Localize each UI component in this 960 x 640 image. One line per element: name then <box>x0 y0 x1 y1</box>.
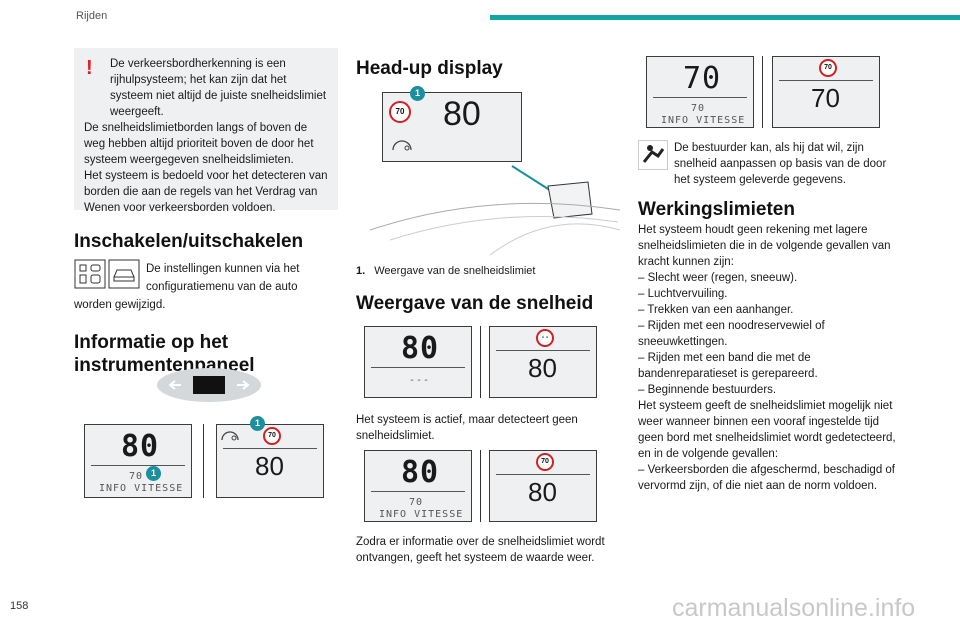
enable-title: Inschakelen/uitschakelen <box>74 231 304 252</box>
display-info-text: INFO VITESSE <box>661 115 746 126</box>
driver-text: De bestuurder kan, als hij dat wil, zijn… <box>674 142 887 186</box>
display-limit-small: 70 <box>691 103 706 114</box>
hud-title: Head-up display <box>356 58 503 79</box>
display-speed-plain: 80 <box>255 451 284 481</box>
hud-tire-icon <box>391 135 413 158</box>
speed-text-1: Het systeem is actief, maar detecteert g… <box>356 414 578 442</box>
speed-limit-sign: 70 <box>819 59 837 77</box>
limits-line: – Verkeersborden die afgeschermd, bescha… <box>638 464 895 492</box>
callout-badge: 1 <box>250 416 265 431</box>
separator <box>480 326 481 398</box>
limits-title: Werkingslimieten <box>638 199 795 220</box>
display-divider <box>371 367 465 368</box>
display-limit-small: 70 <box>129 471 144 482</box>
display-limit-large: 70 <box>683 61 722 96</box>
display-speed: 80 <box>121 429 160 464</box>
speed-display-2: - - 80 <box>489 326 597 398</box>
hud-speed: 80 <box>443 95 481 133</box>
display-divider <box>653 97 747 98</box>
limits-line: – Slecht weer (regen, sneeuw). <box>638 272 798 284</box>
hud-legend-text: Weergave van de snelheidslimiet <box>374 265 536 277</box>
no-limit-sign: - - <box>536 329 554 347</box>
display-speed: 80 <box>401 455 440 490</box>
limits-line: Het systeem houdt geen rekening met lage… <box>638 224 891 268</box>
header-accent-bar <box>490 15 960 20</box>
speed-display-3: 80 70 INFO VITESSE <box>364 450 472 522</box>
watermark: carmanualsonline.info <box>672 594 916 622</box>
driver-paragraph: De bestuurder kan, als hij dat wil, zijn… <box>638 140 902 188</box>
separator <box>762 56 763 128</box>
notice-line-3: Het systeem is bedoeld voor het detecter… <box>84 170 328 214</box>
hud-display: 70 80 <box>382 92 522 162</box>
display-speed-plain: 80 <box>528 477 557 507</box>
enable-paragraph: De instellingen kunnen via het configura… <box>74 259 338 313</box>
display-speed-plain: 80 <box>528 353 557 383</box>
warning-icon: ! <box>86 57 93 79</box>
driver-assist-icon <box>638 140 668 175</box>
speed-title: Weergave van de snelheid <box>356 293 594 314</box>
notice-line-1: De verkeersbordherkenning is een rijhulp… <box>110 58 327 118</box>
hud-dashboard-lines <box>370 165 620 256</box>
page-number: 158 <box>10 600 29 612</box>
tire-icon <box>220 426 240 447</box>
cluster-display-main: 80 70 INFO VITESSE <box>84 424 192 498</box>
hud-callout: 1 <box>410 86 425 101</box>
column-left: ! De verkeersbordherkenning is een rijhu… <box>74 48 338 377</box>
limits-line: – Rijden met een noodreservewiel of snee… <box>638 320 825 348</box>
display-speed: 80 <box>401 331 440 366</box>
hud-illustration: 70 80 1 <box>370 86 620 260</box>
section-header: Rijden <box>76 10 108 22</box>
display-divider <box>91 465 185 466</box>
speed-display-1: 80 --- <box>364 326 472 398</box>
display-divider <box>371 491 465 492</box>
separator <box>480 450 481 522</box>
speed-display-4: 70 80 <box>489 450 597 522</box>
display-dashes: --- <box>409 375 431 386</box>
enable-text: De instellingen kunnen via het configura… <box>74 263 300 311</box>
speed-text-2: Zodra er informatie over de snelheidslim… <box>356 536 605 564</box>
hud-speed-limit-sign: 70 <box>389 101 411 123</box>
limits-body: Het systeem houdt geen rekening met lage… <box>638 222 902 494</box>
display-info-text: INFO VITESSE <box>379 509 464 520</box>
limits-line: Het systeem geeft de snelheidslimiet mog… <box>638 400 896 460</box>
speed-limit-sign: 70 <box>263 427 281 445</box>
hud-legend: 1. Weergave van de snelheidslimiet <box>356 263 535 279</box>
limits-line: – Rijden met een band die met de bandenr… <box>638 352 818 380</box>
column-middle: Head-up display <box>356 48 620 80</box>
warning-notice: ! De verkeersbordherkenning is een rijhu… <box>74 48 338 214</box>
speed-limit-sign: 70 <box>536 453 554 471</box>
display-divider <box>496 350 590 351</box>
separator <box>203 424 204 498</box>
display-limit-small: 70 <box>409 497 424 508</box>
display-divider <box>779 80 873 81</box>
limits-line: – Beginnende bestuurders. <box>638 384 777 396</box>
notice-line-2: De snelheidslimietborden langs of boven … <box>84 122 314 166</box>
callout-badge: 1 <box>146 466 161 481</box>
instrument-cluster-icon <box>155 366 263 409</box>
display-divider <box>496 474 590 475</box>
display-divider <box>223 448 317 449</box>
display-info-text: INFO VITESSE <box>99 483 184 494</box>
settings-icon <box>74 259 140 294</box>
limit-display-2: 70 70 <box>772 56 880 128</box>
hud-legend-number: 1. <box>356 265 366 277</box>
display-limit-plain: 70 <box>811 83 840 113</box>
limit-display-1: 70 70 INFO VITESSE <box>646 56 754 128</box>
limits-line: – Trekken van een aanhanger. <box>638 304 794 316</box>
limits-line: – Luchtvervuiling. <box>638 288 728 300</box>
